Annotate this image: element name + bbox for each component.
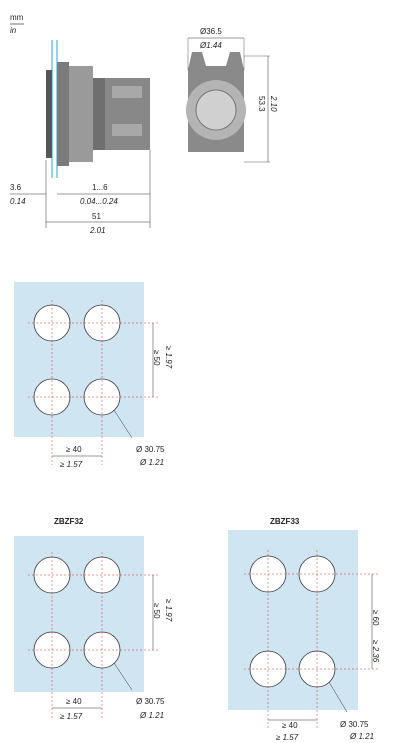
unit-in-label: in xyxy=(10,26,17,35)
panel2-hole-in: Ø 1.21 xyxy=(140,711,165,720)
front-height-mm: 53.3 xyxy=(257,96,266,112)
front-height-in: 2.10 xyxy=(269,96,278,112)
panel1-hole-in: Ø 1.21 xyxy=(140,458,165,467)
panel-plate xyxy=(228,530,358,710)
panel3-title: ZBZF33 xyxy=(270,517,300,526)
leader-line xyxy=(328,681,348,713)
side-view xyxy=(10,40,151,228)
panel3-hole-mm: Ø 30.75 xyxy=(340,720,369,729)
front-dia-in: Ø1.44 xyxy=(200,41,222,50)
side-dim-c-mm: 51 xyxy=(92,212,101,221)
panel2-hspace-in: ≥ 1.57 xyxy=(60,712,83,721)
panel3-hole-in: Ø 1.21 xyxy=(350,732,375,741)
side-dim-b-mm: 1...6 xyxy=(92,183,108,192)
unit-mm-label: mm xyxy=(10,13,24,22)
panel2-vspace-in: ≥ 1.97 xyxy=(164,599,173,622)
panel-2 xyxy=(14,536,160,718)
front-dia-mm: Ø36.5 xyxy=(200,27,222,36)
panel-3 xyxy=(228,530,378,728)
panel3-hspace-mm: ≥ 40 xyxy=(282,721,298,730)
leader-line xyxy=(113,409,133,439)
collar xyxy=(57,62,69,166)
side-dim-c-in: 2.01 xyxy=(90,226,106,235)
fixing-clip xyxy=(93,78,105,150)
panel2-hole-mm: Ø 30.75 xyxy=(136,697,165,706)
panel1-hspace-in: ≥ 1.57 xyxy=(60,460,83,469)
panel1-vspace-in: ≥ 1.97 xyxy=(164,346,173,369)
side-dim-a-in: 0.14 xyxy=(10,197,26,206)
side-dim-a-mm: 3.6 xyxy=(10,183,22,192)
panel3-hspace-in: ≥ 1.57 xyxy=(276,733,299,742)
bezel xyxy=(46,70,52,158)
panel2-title: ZBZF32 xyxy=(54,517,84,526)
panel1-hspace-mm: ≥ 40 xyxy=(66,445,82,454)
panel-plate xyxy=(14,536,144,692)
panel3-vspace-in: ≥ 2.36 xyxy=(371,640,380,663)
panel2-hspace-mm: ≥ 40 xyxy=(66,697,82,706)
panel-plate xyxy=(14,282,144,437)
contact-terminal xyxy=(112,86,142,98)
panel2-vspace-mm: ≥ 50 xyxy=(152,603,161,619)
panel1-vspace-mm: ≥ 50 xyxy=(152,350,161,366)
push-button xyxy=(195,89,237,131)
leader-line xyxy=(113,662,133,691)
contact-terminal xyxy=(112,124,142,136)
panel-1 xyxy=(14,282,160,465)
panel3-vspace-mm: ≥ 60 xyxy=(371,610,380,626)
body xyxy=(69,66,93,162)
panel1-hole-mm: Ø 30.75 xyxy=(136,445,165,454)
front-view xyxy=(186,37,270,163)
side-dim-b-in: 0.04...0.24 xyxy=(80,197,118,206)
